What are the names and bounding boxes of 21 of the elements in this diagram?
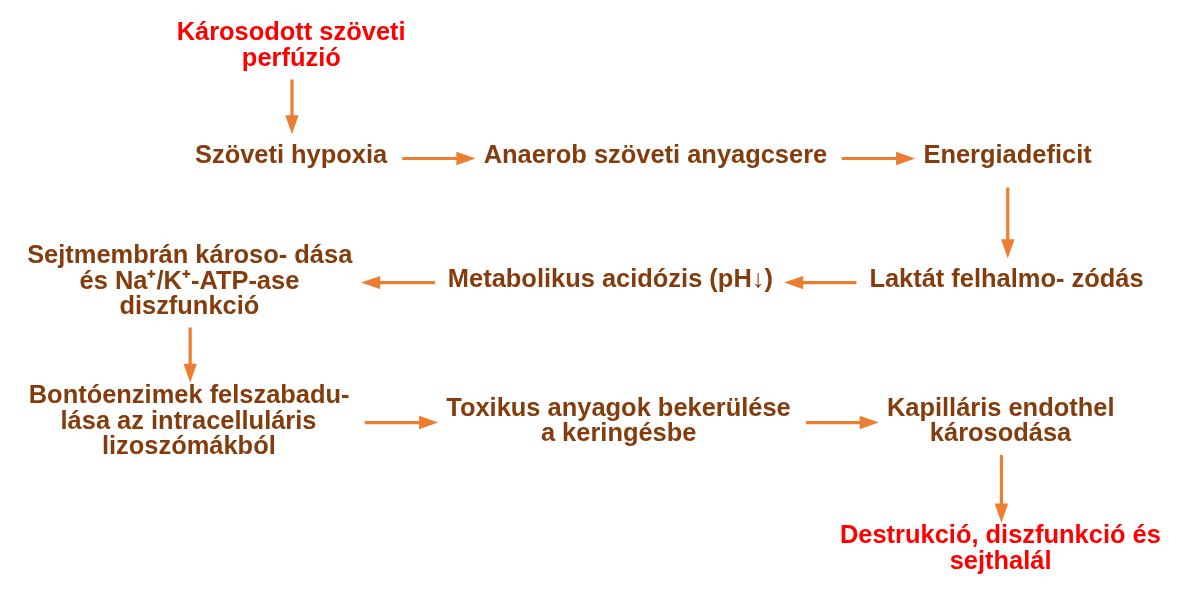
arrow — [285, 78, 299, 134]
node-text: Destrukció, diszfunkció és sejthalál — [839, 519, 1161, 574]
arrow — [806, 415, 879, 429]
node-text: Kapilláris endothel károsodása — [886, 392, 1115, 446]
arrow — [1001, 187, 1015, 258]
node-text: Energiadeficit — [923, 139, 1092, 168]
node-text: Toxikus anyagok bekerülése a keringésbe — [446, 392, 791, 446]
node-text: Anaerob szöveti anyagcsere — [483, 139, 828, 168]
node-text: Szöveti hypoxia — [194, 139, 388, 168]
node-text: Károsodott szöveti perfúzió — [176, 17, 406, 71]
arrow — [361, 275, 436, 289]
arrow — [364, 415, 439, 429]
node-text: Bontóenzimek felszabadu- lása az intracelluláris lizoszómákból — [28, 379, 350, 459]
arrow — [784, 275, 857, 289]
node-text: Metabolikus acidózis (pH↓) — [447, 263, 773, 292]
arrow — [841, 151, 916, 165]
arrow — [183, 326, 197, 383]
node-text: Laktát felhalmo- zódás — [869, 263, 1144, 292]
node-text: Sejtmembrán károso- dása és Na⁺/K⁺-ATP-ase diszfunkció — [27, 239, 353, 319]
arrow — [994, 454, 1009, 523]
arrow — [402, 151, 476, 165]
